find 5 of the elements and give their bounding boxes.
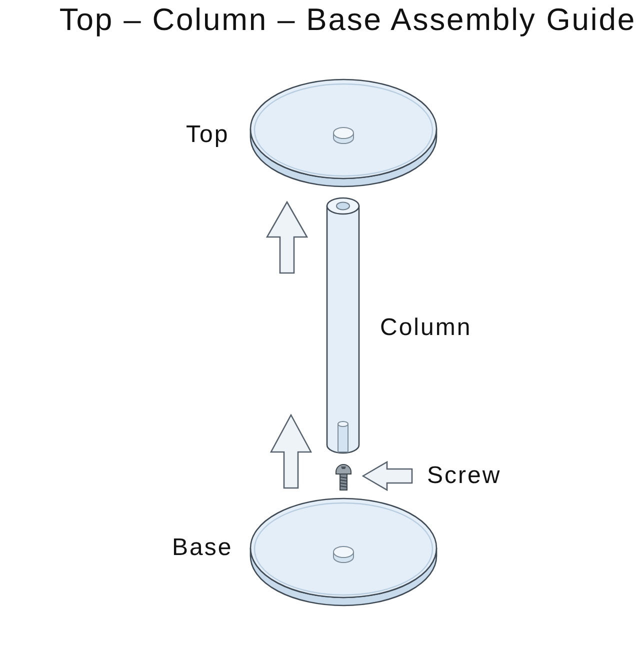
part-label: Base	[172, 536, 233, 560]
title: Top – Column – Base Assembly Guide	[59, 2, 636, 38]
part-label: Screw	[427, 464, 502, 488]
part-label: Top	[186, 123, 230, 147]
part-label: Column	[380, 316, 472, 340]
